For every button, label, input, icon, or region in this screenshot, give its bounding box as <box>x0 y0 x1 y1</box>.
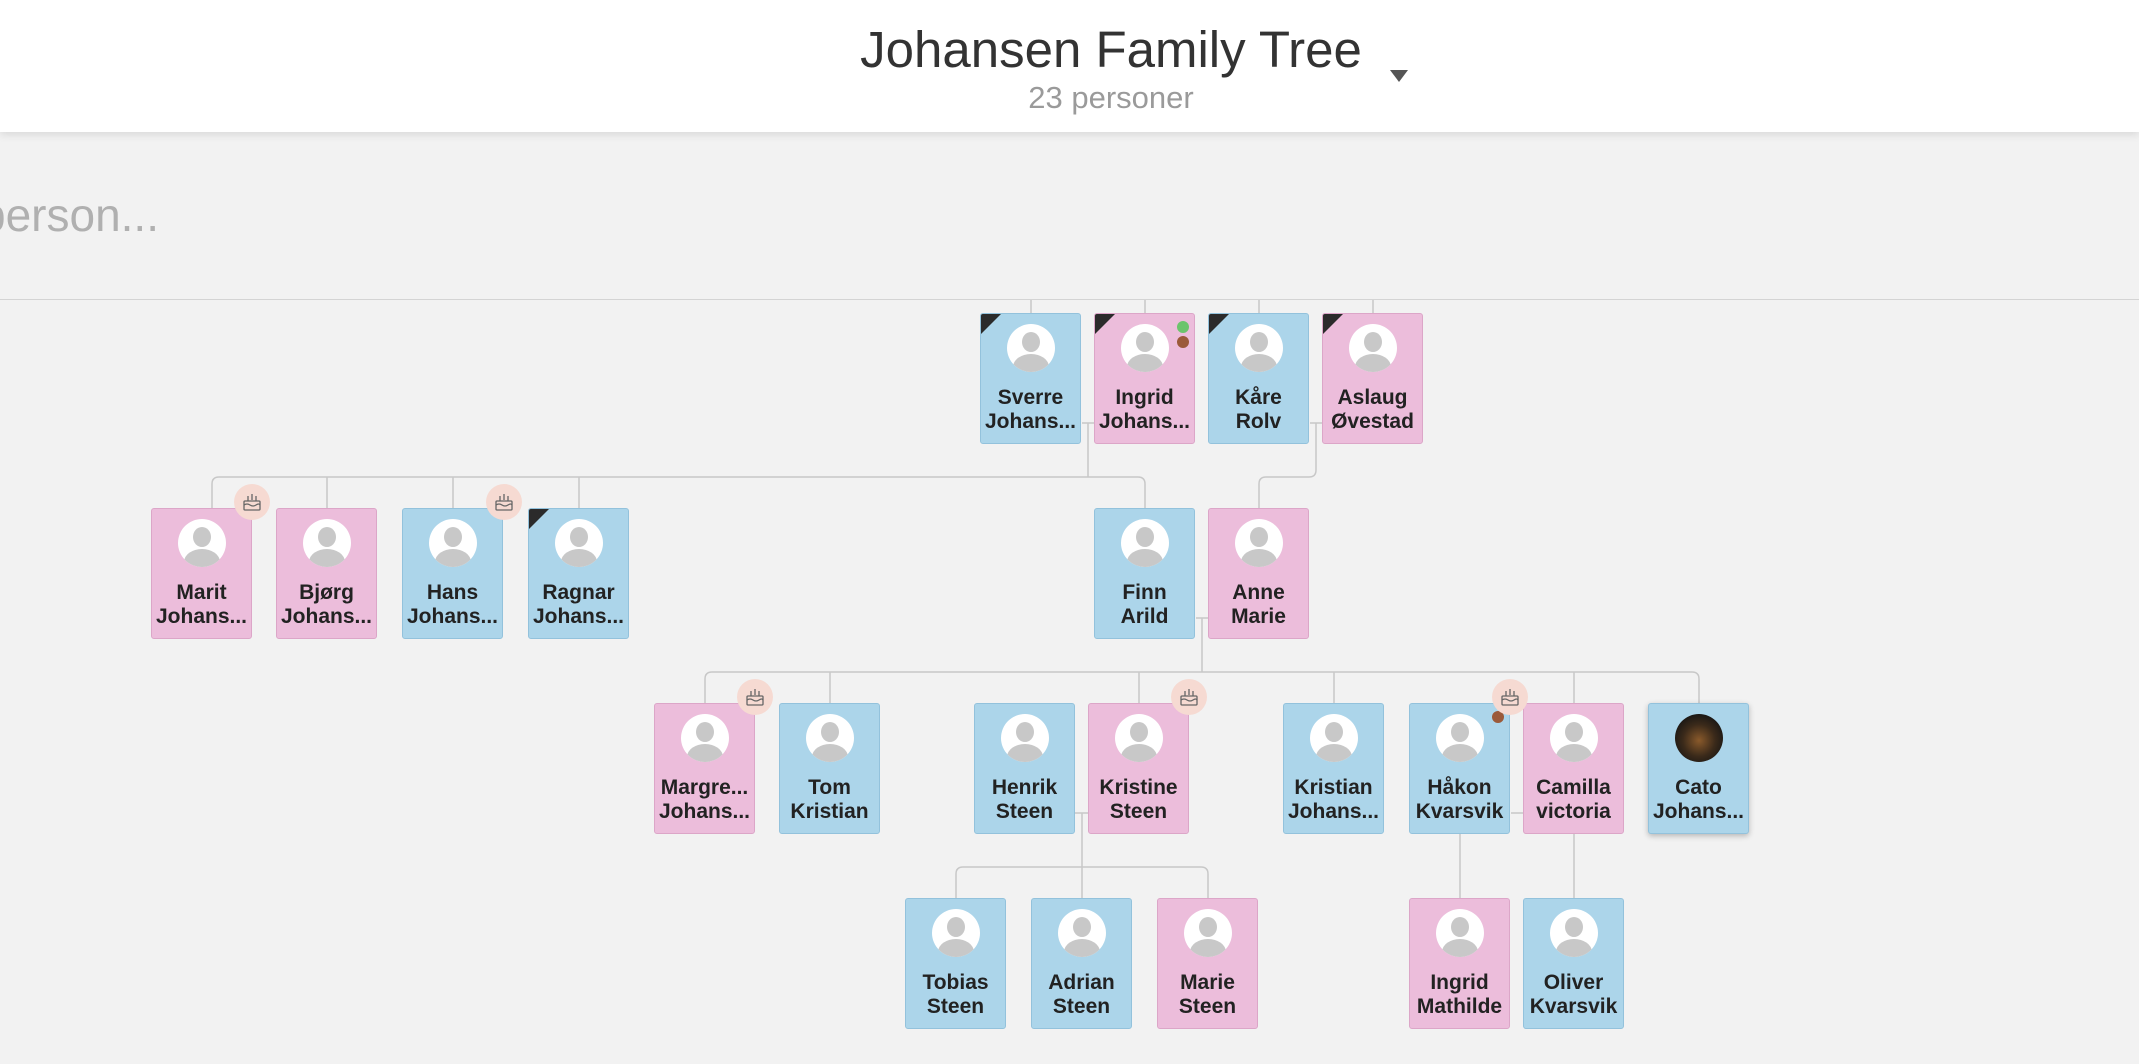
birthday-cake-icon[interactable] <box>1492 679 1528 715</box>
avatar-placeholder <box>1184 909 1232 957</box>
status-dot-green <box>1177 321 1189 333</box>
person-card-margre[interactable]: Margre...Johans... <box>654 703 755 834</box>
avatar-placeholder <box>1115 714 1163 762</box>
avatar-placeholder <box>932 909 980 957</box>
avatar-placeholder <box>1001 714 1049 762</box>
avatar-placeholder <box>1349 324 1397 372</box>
status-dot-brown <box>1492 711 1504 723</box>
avatar-placeholder <box>1235 519 1283 567</box>
avatar-placeholder <box>1550 714 1598 762</box>
chevron-down-icon[interactable] <box>1390 70 1408 82</box>
page-title: Johansen Family Tree <box>860 21 1362 78</box>
avatar-placeholder <box>1436 714 1484 762</box>
avatar-placeholder <box>1235 324 1283 372</box>
deceased-ribbon-icon <box>1095 314 1115 334</box>
avatar-placeholder <box>1436 909 1484 957</box>
search-person-input[interactable] <box>0 180 680 250</box>
birthday-cake-icon[interactable] <box>737 679 773 715</box>
avatar-placeholder <box>1121 324 1169 372</box>
top-bar: Johansen Family Tree 23 personer <box>0 0 2139 132</box>
birthday-cake-icon[interactable] <box>234 484 270 520</box>
avatar-placeholder <box>681 714 729 762</box>
avatar-placeholder <box>1310 714 1358 762</box>
deceased-ribbon-icon <box>981 314 1001 334</box>
avatar-placeholder <box>555 519 603 567</box>
tree-title-dropdown[interactable]: Johansen Family Tree 23 personer <box>826 12 1416 122</box>
status-dot-brown <box>1177 336 1189 348</box>
avatar-placeholder <box>303 519 351 567</box>
avatar-placeholder <box>1121 519 1169 567</box>
person-count: 23 personer <box>1028 80 1194 115</box>
avatar-placeholder <box>1550 909 1598 957</box>
deceased-ribbon-icon <box>529 509 549 529</box>
birthday-cake-icon[interactable] <box>486 484 522 520</box>
avatar-placeholder <box>806 714 854 762</box>
search-divider <box>0 299 2139 300</box>
deceased-ribbon-icon <box>1323 314 1343 334</box>
avatar-placeholder <box>1007 324 1055 372</box>
avatar-placeholder <box>429 519 477 567</box>
birthday-cake-icon[interactable] <box>1171 679 1207 715</box>
avatar-placeholder <box>178 519 226 567</box>
avatar-placeholder <box>1058 909 1106 957</box>
profile-photo <box>1675 714 1723 762</box>
person-name: Margre...Johans... <box>658 776 751 823</box>
deceased-ribbon-icon <box>1209 314 1229 334</box>
